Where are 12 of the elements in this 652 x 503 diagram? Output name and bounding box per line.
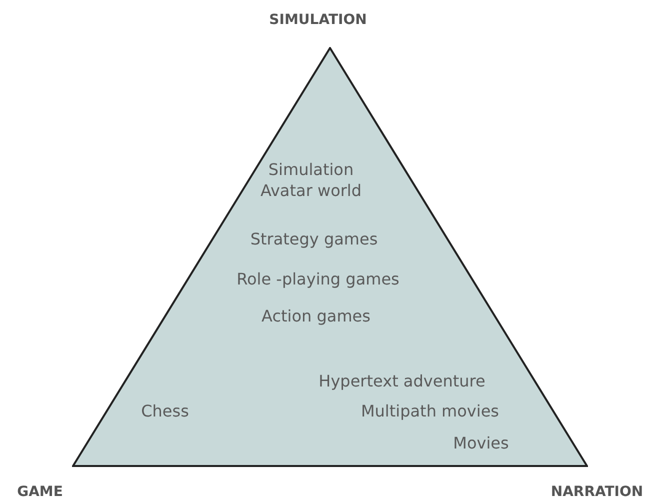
triangle-panel (72, 47, 588, 467)
genre-label: Chess (141, 402, 189, 422)
genre-label: Hypertext adventure (318, 372, 486, 392)
corner-label: GAME (17, 484, 63, 500)
genre-label: Action games (262, 306, 370, 328)
corner-label: SIMULATION (269, 12, 367, 28)
genre-label: Multipath movies (360, 402, 500, 422)
genre-label: Role -playing games (236, 270, 400, 290)
corner-label: NARRATION (550, 484, 644, 500)
genre-label: Movies (453, 434, 509, 454)
genre-label: Simulation Avatar world (259, 160, 363, 202)
genre-label: Strategy games (250, 230, 378, 250)
